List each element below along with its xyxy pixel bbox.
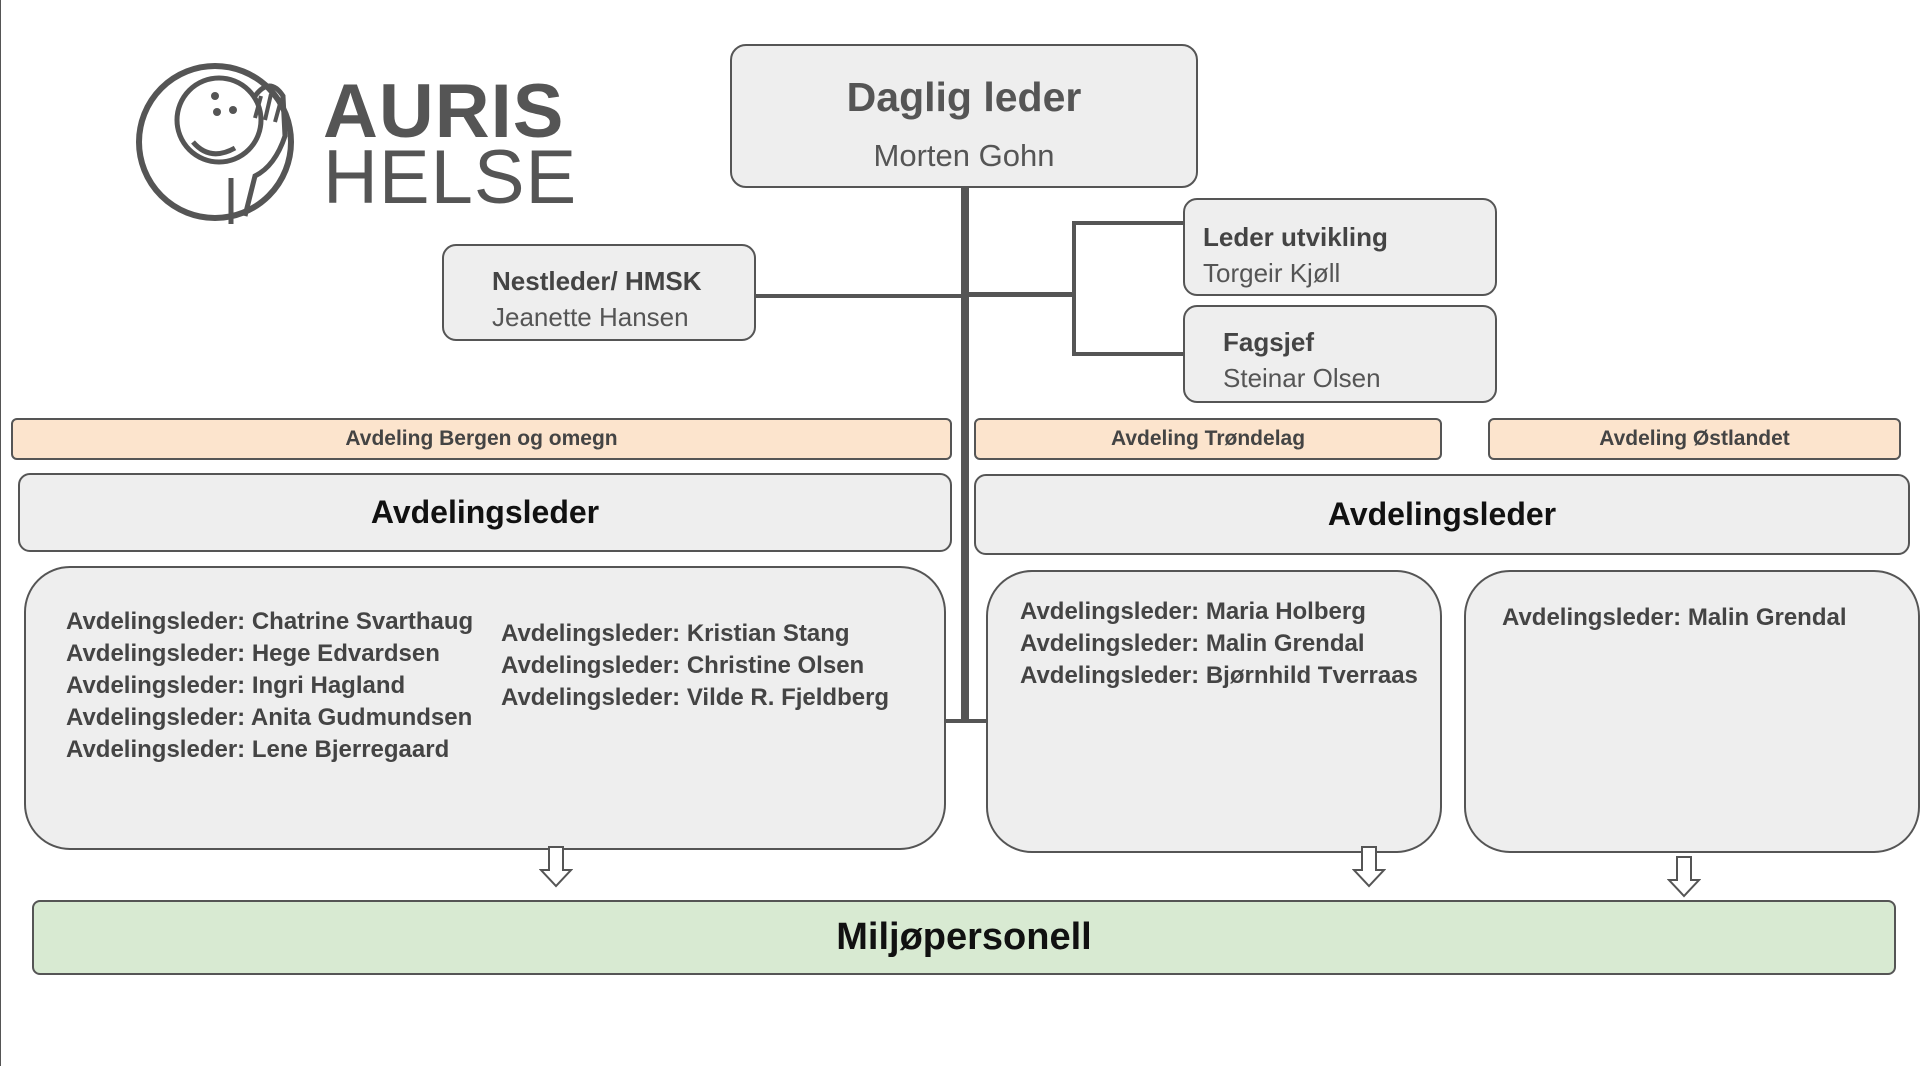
connector-right-branch [965,292,1075,297]
deputy-box: Nestleder/ HMSK Jeanette Hansen [442,244,756,341]
professional-lead-title: Fagsjef [1223,327,1315,357]
ceo-name: Morten Gohn [873,138,1055,173]
ceo-box: Daglig leder Morten Gohn [730,44,1198,188]
bergen-leaders-box: Avdelingsleder: Chatrine Svarthaug Avdel… [24,566,946,850]
connector-fag [1072,352,1183,356]
professional-lead-box: Fagsjef Steinar Olsen [1183,305,1497,403]
development-lead-title: Leder utvikling [1203,222,1388,252]
connector-deputy [756,294,965,298]
department-bergen-header: Avdeling Bergen og omegn [11,418,952,460]
development-lead-name: Torgeir Kjøll [1203,258,1341,288]
page-border [0,0,1,1066]
environmental-staff-box: Miljøpersonell [32,900,1896,975]
development-lead-box: Leder utvikling Torgeir Kjøll [1183,198,1497,296]
arrow-down-icon [1352,846,1386,888]
list-item: Avdelingsleder: Kristian Stang [501,620,850,647]
professional-lead-name: Steinar Olsen [1223,363,1381,393]
deputy-name: Jeanette Hansen [492,302,689,332]
ceo-title: Daglig leder [846,74,1082,120]
list-item: Avdelingsleder: Anita Gudmundsen [66,704,473,731]
ostlandet-leaders-box: Avdelingsleder: Malin Grendal [1464,570,1920,853]
trondelag-leaders-box: Avdelingsleder: Maria Holberg Avdelingsl… [986,570,1442,853]
list-item: Avdelingsleder: Ingri Hagland [66,672,406,699]
arrow-down-icon [1667,856,1701,898]
department-trondelag-header: Avdeling Trøndelag [974,418,1442,460]
department-ostlandet-header: Avdeling Østlandet [1488,418,1901,460]
list-item: Avdelingsleder: Malin Grendal [1502,604,1847,631]
logo-word-auris: AURIS [323,69,565,154]
list-item: Avdelingsleder: Hege Edvardsen [66,640,440,667]
list-item: Avdelingsleder: Christine Olsen [501,652,865,679]
leader-bar-right: Avdelingsleder [974,474,1910,555]
leader-bar-bergen: Avdelingsleder [18,473,952,552]
connector-right-vertical [1072,221,1076,356]
list-item: Avdelingsleder: Maria Holberg [1020,598,1366,625]
connector-trunk [961,188,969,723]
connector-bottom [946,719,986,723]
face-listening-icon [136,63,294,224]
logo-word-helse: HELSE [323,135,578,220]
list-item: Avdelingsleder: Malin Grendal [1020,630,1365,657]
list-item: Avdelingsleder: Chatrine Svarthaug [66,608,474,635]
list-item: Avdelingsleder: Bjørnhild Tverraas [1020,662,1418,689]
arrow-down-icon [539,846,573,888]
deputy-title: Nestleder/ HMSK [492,266,702,296]
list-item: Avdelingsleder: Lene Bjerregaard [66,736,450,763]
auris-helse-logo: AURIS HELSE [135,56,605,231]
connector-dev [1072,221,1183,225]
list-item: Avdelingsleder: Vilde R. Fjeldberg [501,684,890,711]
